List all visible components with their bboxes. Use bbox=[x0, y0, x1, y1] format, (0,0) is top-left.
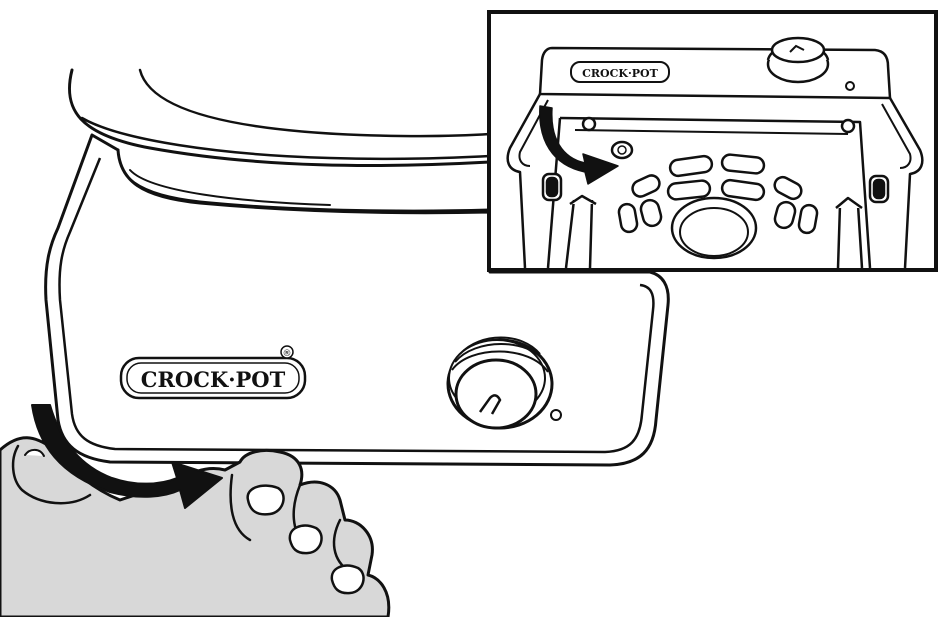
dial-knob-icon bbox=[446, 336, 562, 430]
inset-dial-knob-icon bbox=[766, 36, 855, 91]
inset-panel: CROCK·POT bbox=[487, 10, 938, 272]
curved-arrow-icon bbox=[31, 404, 223, 509]
inset-curved-arrow-icon bbox=[539, 105, 619, 185]
inset-vent-pattern bbox=[610, 140, 819, 260]
main-logo-text: CROCK·POT bbox=[141, 367, 286, 392]
registered-mark: ® bbox=[283, 349, 292, 359]
registered-mark-circle bbox=[280, 345, 294, 359]
inset-logo-text: CROCK·POT bbox=[582, 67, 658, 80]
inset-brand-logo: CROCK·POT bbox=[570, 61, 670, 83]
main-brand-logo: CROCK·POT ® bbox=[119, 345, 307, 400]
